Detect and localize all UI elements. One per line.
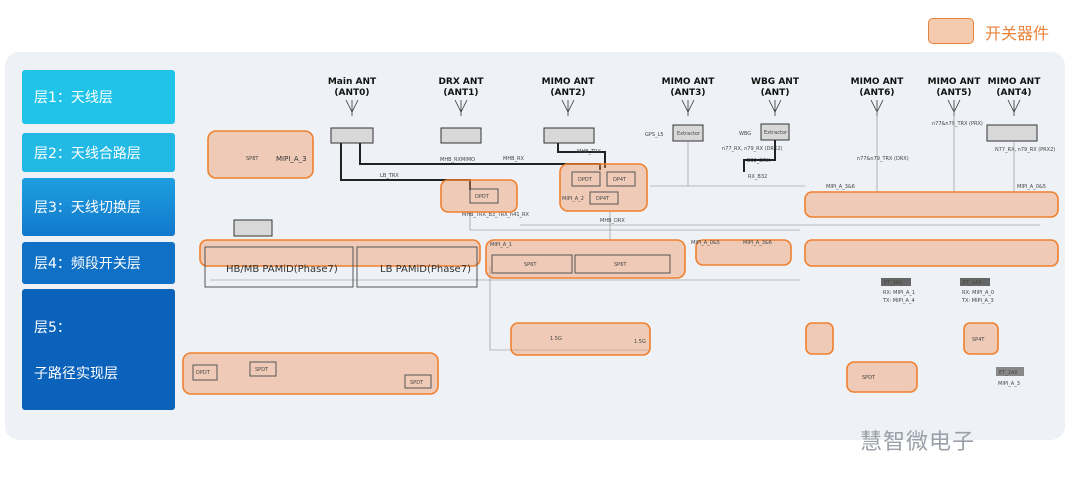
- antenna-ant3: MIMO ANT(ANT3): [662, 77, 716, 117]
- svg-text:RX: MIPI_A_1: RX: MIPI_A_1: [883, 290, 915, 296]
- svg-text:SP6T: SP6T: [614, 262, 627, 268]
- antenna-ant5: MIMO ANT(ANT5): [928, 77, 982, 117]
- svg-text:DP4T: DP4T: [596, 196, 610, 202]
- layer-4-label: 层4：频段开关层: [22, 242, 175, 284]
- signal-mhb-trx-b3: MHB_TRX_B3_TRX_n41_RX: [462, 212, 530, 218]
- et-labels: ET_1A1 RX: MIPI_A_1TX: MIPI_A_4 ET_1A0 R…: [881, 278, 994, 304]
- switch-bottom-left: DPDT SPDT SPDT: [182, 352, 439, 395]
- svg-text:WBG ANT: WBG ANT: [751, 77, 800, 87]
- svg-text:(ANT): (ANT): [761, 88, 790, 98]
- svg-text:1.5G: 1.5G: [634, 339, 646, 345]
- svg-text:(ANT4): (ANT4): [996, 88, 1031, 98]
- watermark: 慧智微电子: [860, 430, 976, 455]
- signal-lb-trx: LB_TRX: [380, 173, 399, 179]
- switch-sp8t: SP8T MIPI_A_3: [207, 130, 314, 179]
- svg-text:MIPI_A_3: MIPI_A_3: [276, 155, 307, 163]
- antenna-ant2: MIMO ANT(ANT2): [542, 77, 596, 117]
- svg-text:(ANT0): (ANT0): [334, 88, 369, 98]
- svg-text:SPDT: SPDT: [255, 367, 269, 373]
- diagram-panel: [5, 52, 1065, 440]
- signal-mhb-trx: MHB_TRX: [577, 149, 602, 155]
- signal-n77-prx2: N77_RX, n79_RX (PRX2): [995, 147, 1055, 153]
- switch-right-lower: [804, 239, 1059, 267]
- svg-text:(ANT5): (ANT5): [936, 88, 971, 98]
- legend-label: 开关器件: [985, 24, 1050, 43]
- layer-5-subtitle: 子路径实现层: [34, 365, 118, 382]
- antenna-ant1: DRX ANT(ANT1): [438, 77, 484, 117]
- layer-5-title: 层5：: [34, 319, 71, 336]
- thin-traces: [210, 110, 1040, 351]
- antenna-ant4: MIMO ANT(ANT4): [988, 77, 1042, 117]
- svg-text:1.5G: 1.5G: [550, 336, 562, 342]
- svg-text:(ANT3): (ANT3): [670, 88, 705, 98]
- svg-text:MIPI_A_3&6: MIPI_A_3&6: [826, 184, 855, 190]
- switch-mipi-a05-a36: MIPI_A_0&5 MIPI_A_3&6: [691, 239, 792, 266]
- svg-text:ET_1A1: ET_1A1: [884, 280, 903, 286]
- svg-text:ET_1A0: ET_1A0: [999, 370, 1018, 376]
- switch-dpdt-dp4t: DPDT DP4T DP4T MIPI_A_2: [559, 163, 648, 212]
- layer-3-label: 层3：天线切换层: [22, 178, 175, 236]
- signal-n77-drx2: n77_RX, n79_RX (DRX2): [722, 146, 783, 152]
- svg-text:(ANT6): (ANT6): [859, 88, 894, 98]
- svg-text:SP4T: SP4T: [972, 337, 985, 343]
- svg-text:TX: MIPI_A_4: TX: MIPI_A_4: [882, 298, 915, 304]
- switch-1-5g: 1.5G 1.5G: [510, 322, 651, 356]
- layer-2-label: 层2：天线合路层: [22, 133, 175, 172]
- traces: [340, 140, 776, 190]
- svg-text:DRX ANT: DRX ANT: [438, 77, 484, 87]
- switch-small-right: SPDT SP4T ET_1A0 MIPI_A_3: [805, 322, 1024, 393]
- svg-text:ET_1A0: ET_1A0: [963, 280, 982, 286]
- signal-gps: GPS_L5: [645, 132, 664, 138]
- antenna-wbg: WBG ANT(ANT): [751, 77, 800, 117]
- svg-text:DP4T: DP4T: [613, 177, 627, 183]
- signal-n77-prx: n77&n79_TRX (PRX): [932, 121, 983, 127]
- layer-1-label: 层1：天线层: [22, 70, 175, 124]
- svg-text:MIPI_A_0&5: MIPI_A_0&5: [1017, 184, 1046, 190]
- svg-text:MIPI_A_1: MIPI_A_1: [490, 242, 512, 248]
- svg-text:MIPI_A_2: MIPI_A_2: [562, 196, 584, 202]
- svg-text:TX: MIPI_A_3: TX: MIPI_A_3: [961, 298, 994, 304]
- svg-text:MIMO ANT: MIMO ANT: [988, 77, 1042, 87]
- svg-text:MIPI_A_3: MIPI_A_3: [998, 381, 1020, 387]
- antenna-ant6: MIMO ANT(ANT6): [851, 77, 905, 117]
- switch-dpdt-ant0: DPDT: [440, 179, 518, 213]
- switch-right-upper: MIPI_A_3&6 MIPI_A_0&5: [804, 184, 1059, 218]
- signal-n77-drx: n77&n79_TRX (DRX): [857, 156, 909, 162]
- svg-text:MIMO ANT: MIMO ANT: [928, 77, 982, 87]
- svg-text:(ANT1): (ANT1): [443, 88, 478, 98]
- extractor-wbg: Extractor: [764, 130, 788, 136]
- svg-text:DPDT: DPDT: [196, 370, 211, 376]
- svg-text:DPDT: DPDT: [475, 194, 490, 200]
- signal-mhb-rx: MHB_RX: [503, 156, 524, 162]
- svg-text:SP6T: SP6T: [524, 262, 537, 268]
- svg-text:HB/MB PAMiD(Phase7): HB/MB PAMiD(Phase7): [226, 264, 338, 275]
- switch-sp6t-pair: MIPI_A_1 SP6T SP6T: [485, 239, 686, 279]
- svg-text:Main ANT: Main ANT: [328, 77, 377, 87]
- extractor-ant3: Extractor: [677, 131, 701, 137]
- svg-text:DPDT: DPDT: [578, 177, 593, 183]
- svg-text:SPDT: SPDT: [410, 380, 424, 386]
- svg-text:SPDT: SPDT: [862, 375, 876, 381]
- svg-text:MIMO ANT: MIMO ANT: [542, 77, 596, 87]
- svg-text:MIPI_A_0&5: MIPI_A_0&5: [691, 240, 720, 246]
- signal-mhb-rxmimo: MHB_RXMIMO: [440, 157, 475, 163]
- svg-text:(ANT2): (ANT2): [550, 88, 585, 98]
- svg-text:MIMO ANT: MIMO ANT: [851, 77, 905, 87]
- signal-wbg: WBG: [739, 131, 751, 137]
- signal-rx-b32: RX_B32: [748, 174, 767, 180]
- diplexers: [233, 123, 1038, 237]
- svg-text:MIPI_A_3&6: MIPI_A_3&6: [743, 240, 772, 246]
- signal-mhb-drx: MHB_DRX: [600, 218, 625, 224]
- svg-text:RX: MIPI_A_0: RX: MIPI_A_0: [962, 290, 994, 296]
- svg-text:LB PAMiD(Phase7): LB PAMiD(Phase7): [380, 264, 471, 275]
- antenna-ant0: Main ANT(ANT0): [328, 77, 377, 117]
- pamid-modules: HB/MB PAMiD(Phase7) LB PAMiD(Phase7): [199, 239, 481, 288]
- svg-text:SP8T: SP8T: [246, 156, 259, 162]
- legend-swatch: [928, 18, 974, 44]
- svg-text:MIMO ANT: MIMO ANT: [662, 77, 716, 87]
- layer-5-label: 层5： 子路径实现层: [22, 289, 175, 410]
